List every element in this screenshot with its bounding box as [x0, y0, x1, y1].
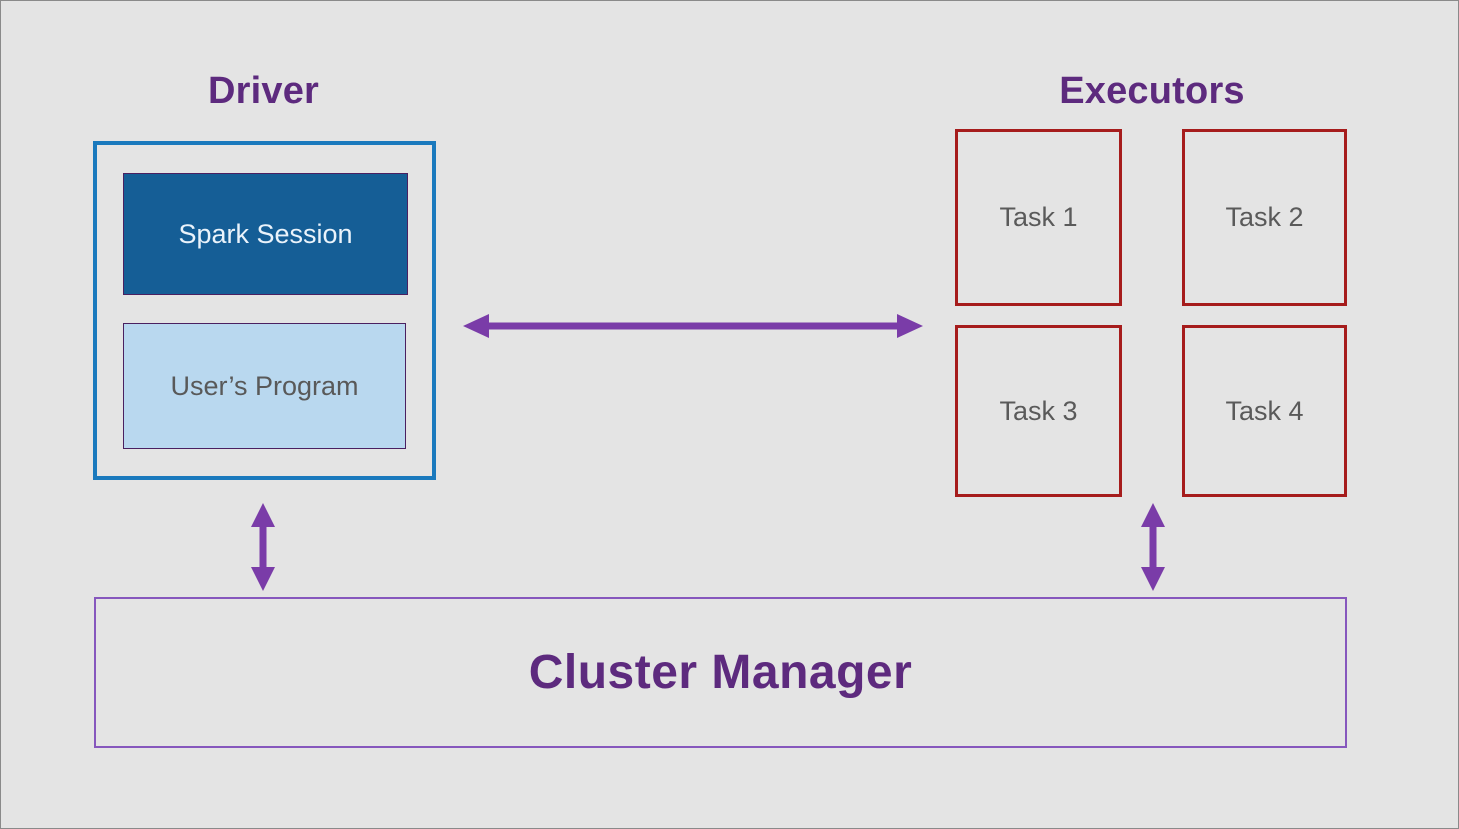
- executors-heading: Executors: [1059, 70, 1245, 112]
- users-program-label: User’s Program: [170, 370, 359, 401]
- spark-session-label: Spark Session: [178, 218, 353, 249]
- arrow-executors-cluster-manager-icon: [1141, 503, 1165, 591]
- cluster-manager-label: Cluster Manager: [528, 646, 913, 699]
- arrow-driver-cluster-manager-icon: [251, 503, 275, 591]
- task-label-3: Task 3: [999, 395, 1078, 426]
- users-program-box: User’s Program: [123, 323, 406, 449]
- driver-heading: Driver: [207, 70, 320, 112]
- driver-container: [93, 141, 436, 480]
- task-box-1: Task 1: [955, 129, 1122, 306]
- cluster-manager-container: Cluster Manager: [94, 597, 1347, 748]
- task-box-3: Task 3: [955, 325, 1122, 497]
- spark-session-box: Spark Session: [123, 173, 408, 295]
- arrow-driver-executors-icon: [463, 314, 923, 338]
- task-label-4: Task 4: [1225, 395, 1304, 426]
- task-box-2: Task 2: [1182, 129, 1347, 306]
- task-label-2: Task 2: [1225, 202, 1304, 232]
- task-box-4: Task 4: [1182, 325, 1347, 497]
- task-label-1: Task 1: [999, 202, 1078, 232]
